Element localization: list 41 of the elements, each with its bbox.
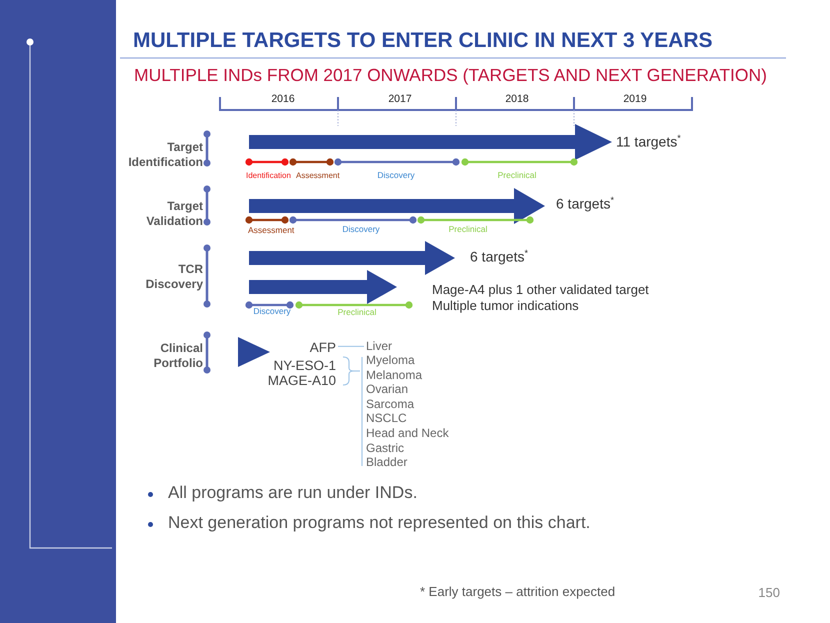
indication-label: Head and Neck [366,427,449,441]
outcome-label: 6 targets$^{*}$ [470,248,528,265]
phase-label: Assessment [296,171,340,180]
indication-label: Liver [366,340,392,354]
outcome-label: 11 targets$^{*}$ [616,133,681,150]
bullet-text: All programs are run under INDs. [144,483,418,503]
phase-label: Discovery [253,307,291,317]
indication-label: Bladder [366,456,408,470]
phase-label: Discovery [377,171,415,181]
year-label: 2017 [388,93,412,106]
bullet-text: Next generation programs not represented on this chart. [144,513,590,533]
connector-line [338,346,364,347]
note-text: Multiple tumor indications [432,299,579,314]
row-label: Clinical Portfolio [152,341,203,371]
page-number: 150 [758,586,780,601]
row-label: Target Identification [127,140,203,170]
note-text: Mage-A4 plus 1 other validated target [432,283,649,298]
year-label: 2016 [271,93,295,106]
row-label: Target Validation [145,199,203,229]
indication-label: Ovarian [366,383,408,397]
indication-label: Melanoma [366,368,422,382]
target-label: NY-ESO-1 [273,358,336,374]
phase-label: Identification [246,171,291,180]
footnote: * Early targets – attrition expected [420,585,616,600]
indication-label: Gastric [366,442,404,456]
phase-label: Discovery [342,225,380,235]
target-label: MAGE-A10 [268,373,336,389]
target-label: AFP [310,340,336,356]
year-label: 2018 [505,93,529,106]
outcome-label: 6 targets$^{*}$ [556,195,614,212]
phase-label: Assessment [248,226,294,236]
title: MULTIPLE TARGETS TO ENTER CLINIC IN NEXT 3 YEARS [133,29,712,54]
year-label: 2019 [623,93,647,106]
subtitle: MULTIPLE INDs FROM 2017 ONWARDS (TARGETS AND NEXT GENERATION) [134,65,767,86]
indication-label: Sarcoma [366,398,414,412]
indication-label: NSCLC [366,412,407,426]
phase-label: Preclinical [498,171,536,181]
indication-label: Myeloma [366,354,415,368]
phase-label: Preclinical [448,225,488,235]
row-label: TCR Discovery [144,262,203,292]
phase-label: Preclinical [338,308,376,318]
